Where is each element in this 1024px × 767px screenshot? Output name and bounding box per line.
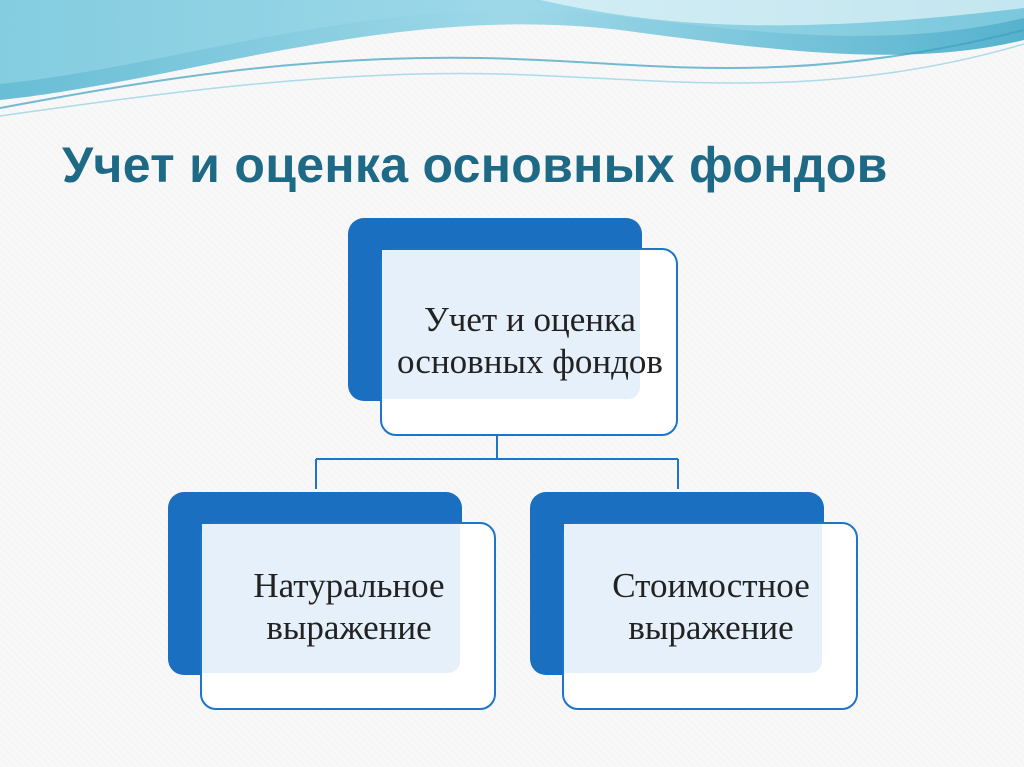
node-overlap-shade: [202, 524, 460, 673]
decorative-wave-header: [0, 0, 1024, 117]
diagram-node-cost: Стоимостное выражение: [530, 492, 858, 710]
slide-title: Учет и оценка основных фондов: [62, 137, 888, 193]
node-overlap-shade: [564, 524, 822, 673]
diagram-node-root: Учет и оценка основных фондов: [348, 218, 678, 436]
node-label-root: Учет и оценка основных фондов: [397, 300, 663, 381]
node-label-cost: Стоимостное выражение: [612, 566, 810, 647]
diagram-node-natural: Натуральное выражение: [168, 492, 496, 710]
node-label-natural: Натуральное выражение: [253, 566, 445, 647]
node-overlap-shade: [382, 250, 640, 399]
